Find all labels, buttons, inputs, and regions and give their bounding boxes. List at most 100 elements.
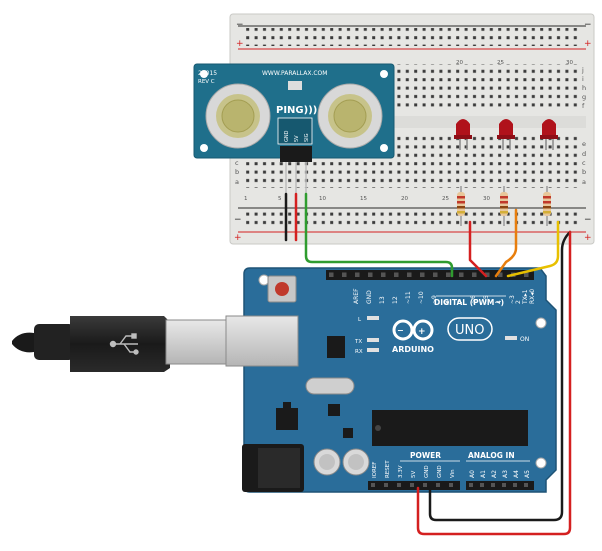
pin-label: ~11 bbox=[405, 291, 412, 304]
on-led-label: ON bbox=[520, 336, 529, 343]
power-label: POWER bbox=[410, 451, 441, 460]
pin-label: 8 bbox=[444, 300, 451, 304]
resistor-3[interactable] bbox=[543, 186, 551, 226]
pin-label: AREF bbox=[353, 288, 360, 304]
analog-label: ANALOG IN bbox=[468, 451, 515, 460]
pin-label: ~3 bbox=[509, 295, 516, 304]
wire-red-led1[interactable] bbox=[468, 220, 488, 278]
sensor-chip bbox=[288, 81, 302, 90]
pin-label: A3 bbox=[502, 470, 509, 478]
pin-label: 7 bbox=[457, 300, 464, 304]
sensor-rev: REV C bbox=[198, 79, 215, 85]
pin-label: IOREF bbox=[372, 462, 378, 478]
rail-plus-label: + bbox=[236, 39, 244, 49]
regulator bbox=[276, 408, 298, 430]
rail-minus-label-right: − bbox=[584, 215, 592, 225]
wire-black-ground-rail[interactable] bbox=[428, 230, 572, 522]
wire-red-power-rail[interactable] bbox=[416, 230, 572, 536]
rail-minus-label-right: − bbox=[584, 20, 592, 30]
crystal bbox=[305, 377, 355, 395]
pin-label: Vin bbox=[450, 469, 456, 478]
pin-label: 5V bbox=[411, 471, 417, 478]
usb-port bbox=[225, 315, 299, 367]
row-letter: b bbox=[582, 168, 586, 176]
reset-button[interactable] bbox=[267, 275, 297, 303]
digital-header[interactable] bbox=[326, 270, 534, 280]
usb-chip bbox=[327, 336, 345, 358]
pin-label: ~6 bbox=[470, 295, 477, 304]
digital-pin-labels: AREF GND 13 12 ~11 ~10 ~9 8 7 ~6 ~5 4 ~3… bbox=[353, 288, 536, 305]
uno-badge: UNO bbox=[447, 317, 493, 341]
column-number: 25 bbox=[497, 60, 504, 66]
led-red-1[interactable] bbox=[454, 119, 472, 150]
pin-label: A4 bbox=[513, 470, 520, 478]
row-letter: b bbox=[235, 168, 239, 176]
pin-label: A2 bbox=[491, 470, 498, 478]
top-power-rail: + + − − bbox=[236, 20, 592, 50]
rail-plus-label: + bbox=[234, 233, 242, 243]
pin-label: ~9 bbox=[431, 295, 438, 304]
wire-green-signal[interactable] bbox=[304, 192, 454, 278]
row-letter: a bbox=[235, 178, 239, 186]
pin-label: 12 bbox=[392, 296, 399, 304]
pin-label: 5V bbox=[294, 135, 300, 142]
column-number: 20 bbox=[401, 196, 408, 202]
row-letter: c bbox=[235, 159, 239, 167]
column-number: 15 bbox=[360, 196, 367, 202]
usb-icon bbox=[109, 333, 139, 355]
row-letter: f bbox=[582, 102, 585, 110]
pin-label: A5 bbox=[524, 470, 531, 478]
resistor-1[interactable] bbox=[457, 186, 465, 226]
pin-label: GND bbox=[437, 465, 443, 478]
wire-orange-led2[interactable] bbox=[494, 208, 518, 278]
capacitors bbox=[313, 448, 370, 476]
tx-led-label: TX bbox=[354, 339, 362, 345]
column-number: 10 bbox=[319, 196, 326, 202]
rx-led-label: RX bbox=[355, 349, 363, 355]
column-number: 25 bbox=[442, 196, 449, 202]
row-letter: a bbox=[582, 178, 586, 186]
ping-sensor[interactable]: 28015 REV C WWW.PARALLAX.COM PING))) GND… bbox=[193, 63, 395, 194]
mount-hole bbox=[535, 317, 547, 329]
sensor-name: PING))) bbox=[276, 105, 317, 116]
power-header[interactable] bbox=[368, 481, 460, 490]
pin-label: GND bbox=[366, 290, 373, 304]
power-pin-labels: IOREF RESET 3.3V 5V GND GND Vin bbox=[372, 460, 456, 478]
resistor-2[interactable] bbox=[500, 186, 508, 226]
led-red-3[interactable] bbox=[540, 119, 558, 150]
row-letter: c bbox=[582, 159, 586, 167]
column-number: 30 bbox=[483, 196, 490, 202]
status-leds: L TX RX ON bbox=[354, 316, 529, 355]
row-letter: i bbox=[582, 75, 584, 83]
analog-pin-labels: A0 A1 A2 A3 A4 A5 bbox=[469, 470, 531, 478]
wire-yellow-led3[interactable] bbox=[506, 220, 560, 278]
wires bbox=[284, 192, 572, 536]
column-number: 20 bbox=[456, 60, 463, 66]
pin-label: ~5 bbox=[483, 295, 490, 304]
led-red-2[interactable] bbox=[497, 119, 515, 150]
pin-label: A0 bbox=[469, 470, 476, 478]
model-text: UNO bbox=[455, 323, 484, 338]
pin-label: TX▸1 bbox=[522, 289, 529, 305]
analog-header[interactable] bbox=[466, 481, 534, 490]
row-letter: e bbox=[582, 140, 586, 148]
pin-label: 3.3V bbox=[398, 465, 404, 478]
pin-label: SIG bbox=[304, 133, 310, 142]
column-number: 30 bbox=[566, 60, 573, 66]
rail-plus-label-right: + bbox=[584, 233, 592, 243]
pin-label: RESET bbox=[385, 460, 391, 478]
pin-label: 4 bbox=[496, 300, 503, 304]
rail-plus-label-right: + bbox=[584, 39, 592, 49]
svg-text:−: − bbox=[397, 326, 404, 335]
usb-cable bbox=[12, 316, 227, 372]
row-letter: d bbox=[582, 150, 586, 158]
small-chip bbox=[343, 428, 353, 438]
svg-text:+: + bbox=[418, 327, 426, 337]
row-letter: j bbox=[581, 66, 584, 74]
pin-label: A1 bbox=[480, 470, 487, 478]
rail-minus-label: − bbox=[236, 20, 244, 30]
row-letter: g bbox=[582, 93, 586, 101]
arduino-logo: − + ARDUINO bbox=[392, 319, 434, 354]
small-chip bbox=[328, 404, 340, 416]
